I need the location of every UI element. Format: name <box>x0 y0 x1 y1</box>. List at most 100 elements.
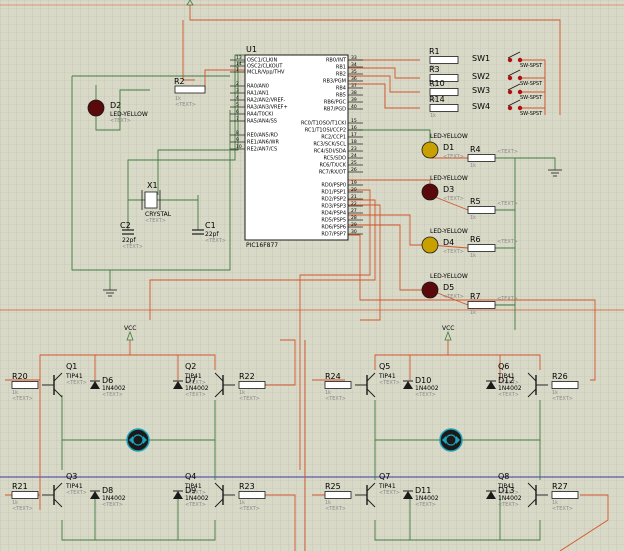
c2-value: 22pf <box>122 237 136 244</box>
resistor-value: 1k <box>430 83 436 89</box>
mcu-left-pin-label: OSC2/CLKOUT <box>247 64 283 70</box>
resistor-value: 1k <box>430 65 436 71</box>
mcu-right-pin-num: 17 <box>351 132 357 138</box>
mcu-right-pin-num: 40 <box>351 104 357 110</box>
resistor-r22[interactable] <box>238 381 266 389</box>
transistor-label: Q1 <box>66 362 77 371</box>
resistor-text: <TEXT> <box>325 396 346 402</box>
transistor-type: TIP41 <box>497 373 515 380</box>
resistor-r6[interactable] <box>467 244 496 252</box>
mcu-left-pin-num: 9 <box>236 137 239 143</box>
transistor-type: TIP41 <box>378 483 396 490</box>
led-body[interactable] <box>421 281 439 299</box>
resistor-r25[interactable] <box>324 491 352 499</box>
resistor-r1[interactable] <box>429 56 459 64</box>
resistor-r27[interactable] <box>551 491 579 499</box>
resistor-text: <TEXT> <box>12 506 33 512</box>
resistor-r24[interactable] <box>324 381 352 389</box>
resistor-r2[interactable]: R2 1k <TEXT> <box>174 77 206 108</box>
motor-body[interactable] <box>439 428 463 452</box>
mcu-right-pin-label: RD2/PSP2 <box>321 197 346 203</box>
transistor-label: Q2 <box>185 362 196 371</box>
mcu-right-pin-label: RB7/PGD <box>323 107 346 113</box>
motor-arrow-left <box>129 436 133 444</box>
resistor-r7[interactable] <box>467 301 496 309</box>
led-body[interactable] <box>421 236 439 254</box>
resistor-label: R6 <box>470 235 481 244</box>
switch-label: SW3 <box>472 86 490 95</box>
mcu-ref-label: U1 <box>246 45 257 54</box>
motor-2[interactable] <box>439 428 463 452</box>
mcu-right-pin-num: 20 <box>351 187 357 193</box>
crystal-x1[interactable]: X1 CRYSTAL <TEXT> <box>141 181 172 224</box>
mcu-u1[interactable]: U1 PIC16F877 OSC1/CLKIN13OSC2/CLKOUT14MC… <box>230 45 363 249</box>
diode-text: <TEXT> <box>185 502 206 508</box>
resistor-r10[interactable] <box>429 88 459 96</box>
resistor-text: <TEXT> <box>239 396 260 402</box>
mcu-body[interactable] <box>244 54 349 241</box>
motor-body[interactable] <box>126 428 150 452</box>
r2-text: <TEXT> <box>175 102 196 108</box>
mcu-right-pin-label: RC3/SCK/SCL <box>313 142 346 148</box>
wires <box>5 5 609 551</box>
motor-1[interactable] <box>126 428 150 452</box>
capacitor-c1[interactable]: C1 22pf <TEXT> <box>192 221 226 244</box>
led-body[interactable] <box>421 141 439 159</box>
mcu-right-pin-label: RB4 <box>336 86 346 92</box>
mcu-part-label: PIC16F877 <box>246 242 278 249</box>
transistor-type: TIP41 <box>184 373 202 380</box>
resistor-text: <TEXT> <box>552 396 573 402</box>
diode-type: 1N4002 <box>185 495 209 502</box>
resistor-r3[interactable] <box>429 74 459 82</box>
mcu-left-pin-label: RE1/AN6/WR <box>247 140 279 146</box>
resistor-r20[interactable] <box>11 381 39 389</box>
transistor-text: <TEXT> <box>185 490 206 496</box>
resistor-r5[interactable] <box>467 206 496 214</box>
mcu-left-pin-num: 14 <box>236 61 242 67</box>
resistor-r26[interactable] <box>551 381 579 389</box>
mcu-left-pin-num: 8 <box>236 130 239 136</box>
led-d2[interactable]: D2 LED-YELLOW <TEXT> <box>87 99 148 124</box>
diode-type: 1N4002 <box>498 385 522 392</box>
mcu-left-pin-label: RA5/AN4/SS <box>247 119 277 125</box>
switch-contact-b <box>517 105 523 111</box>
resistor-r14[interactable] <box>429 104 459 112</box>
diode-type: 1N4002 <box>185 385 209 392</box>
switch-contact-b <box>517 89 523 95</box>
resistor-r21[interactable] <box>11 491 39 499</box>
resistor-r23[interactable] <box>238 491 266 499</box>
diode-label: D13 <box>498 486 514 495</box>
resistor-value: 1k <box>552 390 558 396</box>
resistor-r4[interactable] <box>467 154 496 162</box>
mcu-right-pin-num: 26 <box>351 167 357 173</box>
mcu-right-pin-label: RD3/PSP3 <box>321 204 346 210</box>
capacitor-c2[interactable]: C2 22pf <TEXT> <box>120 221 143 250</box>
c1-value: 22pf <box>205 231 219 238</box>
switch-contact-a <box>507 105 513 111</box>
led-body[interactable] <box>421 183 439 201</box>
